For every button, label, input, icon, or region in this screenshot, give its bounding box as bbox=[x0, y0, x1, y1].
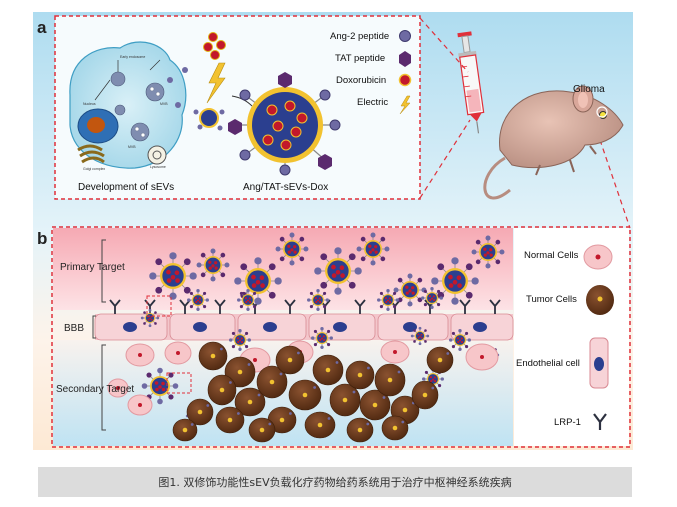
sev-particle bbox=[275, 232, 309, 266]
sev-particle bbox=[237, 289, 259, 311]
legend-dox-label: Doxorubicin bbox=[336, 75, 386, 86]
tumor-cell bbox=[234, 387, 266, 417]
normal-cell bbox=[125, 343, 155, 367]
sev-particles bbox=[140, 232, 505, 426]
normal-cell bbox=[380, 340, 410, 364]
tumor-cell bbox=[381, 415, 409, 441]
legend-tat-label: TAT peptide bbox=[335, 53, 385, 64]
small-sev bbox=[193, 108, 225, 131]
bbb-layer bbox=[94, 313, 514, 341]
sev-particle bbox=[471, 235, 505, 269]
sev-particle bbox=[187, 289, 209, 311]
tumor-cell bbox=[346, 417, 374, 443]
sev-particle bbox=[229, 329, 251, 351]
ang2-peptide-icon bbox=[399, 30, 411, 42]
doxorubicin-cluster bbox=[203, 32, 226, 60]
tumor-cell bbox=[359, 389, 391, 421]
glioma-label: Glioma bbox=[573, 84, 605, 95]
tumor-cell bbox=[374, 363, 406, 397]
region-brackets bbox=[92, 239, 106, 431]
sev-particle bbox=[377, 289, 399, 311]
legend-lrp1: LRP-1 bbox=[554, 417, 581, 428]
legend-tumor-cells: Tumor Cells bbox=[526, 294, 577, 305]
figure-caption: 图1. 双修饰功能性sEV负载化疗药物给药系统用于治疗中枢神经系统疾病 bbox=[38, 467, 632, 497]
tumor-cell bbox=[312, 354, 344, 386]
secondary-target-label: Secondary Target bbox=[56, 384, 134, 395]
tumor-cell bbox=[207, 374, 237, 406]
panel-a-legend: Ang-2 peptide TAT peptide Doxorubicin El… bbox=[330, 30, 412, 115]
sev-particle bbox=[356, 232, 390, 266]
tumor-cell bbox=[186, 398, 214, 426]
particle-label: Ang/TAT-sEVs-Dox bbox=[243, 182, 328, 193]
tumor-cell bbox=[198, 341, 228, 371]
tumor-cell bbox=[329, 383, 361, 417]
organelle-label-mvb-2: MVB bbox=[128, 145, 136, 149]
golgi-icon bbox=[77, 144, 105, 164]
sev-particle bbox=[410, 326, 430, 346]
electric-bolt bbox=[206, 62, 226, 104]
organelle-label-lysosome: Lysosome bbox=[150, 165, 166, 169]
organelle-label-golgi: Golgi complex bbox=[83, 167, 105, 171]
organelle-label-early-endosome: Early endosome bbox=[120, 55, 145, 59]
syringe-icon bbox=[457, 31, 485, 134]
zoom-lines bbox=[419, 17, 631, 229]
primary-target-label: Primary Target bbox=[60, 262, 125, 273]
tumor-cell bbox=[215, 406, 245, 434]
tumor-cell bbox=[426, 346, 454, 374]
organelle-label-nucleus: Nucleus bbox=[83, 102, 96, 106]
sev-particle bbox=[234, 257, 282, 305]
endosome-icon bbox=[110, 71, 126, 87]
tumor-cell bbox=[411, 380, 439, 410]
normal-cell bbox=[465, 343, 499, 371]
tumor-cell bbox=[304, 411, 336, 439]
normal-cells bbox=[107, 340, 499, 416]
lrp1-icon bbox=[593, 413, 607, 430]
sev-particle bbox=[311, 327, 333, 349]
tumor-cell bbox=[172, 418, 198, 442]
sev-particle bbox=[431, 257, 479, 305]
sev-development-cell: Early endosome Nucleus MVB MVB Golgi com… bbox=[69, 41, 188, 171]
highlight-box-2 bbox=[166, 372, 192, 394]
panel-a-letter: a bbox=[37, 18, 47, 37]
ang-tat-sev-dox-particle bbox=[228, 72, 341, 176]
sev-particle bbox=[449, 329, 471, 351]
primary-target-line: Primary Target bbox=[60, 262, 125, 273]
panel-b-legend-bg bbox=[514, 228, 629, 446]
normal-cell bbox=[127, 394, 153, 416]
legend-electric-label: Electric bbox=[357, 97, 388, 108]
legend-endothelial-cell: Endothelial cell bbox=[516, 358, 580, 369]
organelle-label-mvb: MVB bbox=[160, 102, 168, 106]
normal-cell bbox=[164, 341, 192, 365]
tumor-cell bbox=[256, 365, 288, 399]
tat-peptide-icon bbox=[399, 51, 411, 67]
tumor-cell bbox=[275, 345, 305, 375]
highlight-box-1 bbox=[146, 295, 172, 317]
mouse-icon bbox=[483, 85, 624, 200]
tumor-cells bbox=[172, 341, 454, 443]
tumor-cell bbox=[345, 360, 375, 390]
sev-particle bbox=[196, 248, 230, 282]
electric-icon bbox=[399, 95, 411, 115]
bbb-label: BBB bbox=[64, 323, 84, 334]
panel-b-letter: b bbox=[37, 229, 47, 248]
legend-normal-cells: Normal Cells bbox=[524, 250, 579, 261]
cell-label: Development of sEVs bbox=[78, 182, 174, 193]
secondary-target-line: Secondary Target bbox=[56, 384, 134, 395]
sev-particle bbox=[421, 287, 443, 309]
tumor-cell bbox=[288, 379, 322, 411]
sev-particle bbox=[307, 289, 329, 311]
sev-particle bbox=[314, 247, 362, 295]
sev-particle bbox=[141, 367, 179, 405]
tumor-cell bbox=[224, 356, 256, 388]
sev-particle bbox=[393, 273, 427, 307]
legend-ang2-label: Ang-2 peptide bbox=[330, 31, 389, 42]
panel-b-legend: Normal Cells Tumor Cells Endothelial cel… bbox=[516, 244, 614, 430]
mvb-icon bbox=[145, 82, 165, 102]
tumor-cell bbox=[248, 417, 276, 443]
doxorubicin-icon bbox=[398, 73, 412, 87]
lysosome-icon bbox=[147, 145, 167, 165]
panel-b-dashed-box bbox=[51, 226, 631, 448]
normal-cell bbox=[107, 378, 129, 398]
